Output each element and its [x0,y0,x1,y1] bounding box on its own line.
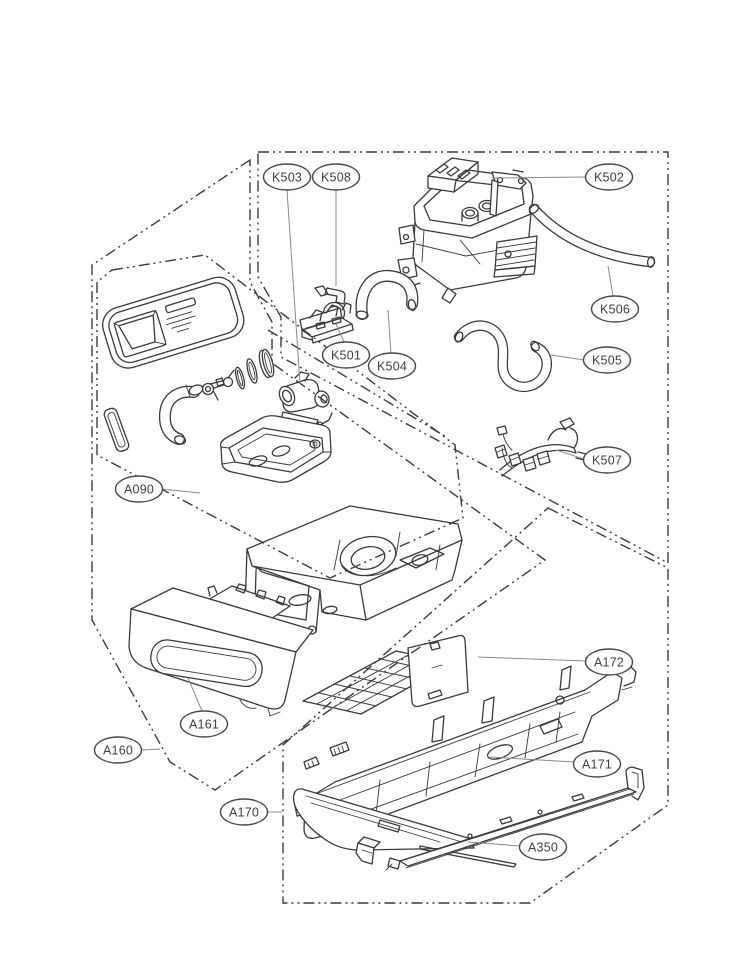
callout-ellipse-K503 [262,163,312,191]
callout-ellipse-A171 [572,750,622,778]
elbow-tube-drawing [158,384,204,445]
callout-ellipse-A172 [584,648,634,676]
callout-ellipse-K504 [367,352,417,380]
callout-label-A090: A090 [124,483,154,497]
callout-label-A160: A160 [103,744,133,758]
leader-line-A171 [489,756,575,763]
guide-assembly-region [282,507,669,904]
callout-label-K506: K506 [600,303,630,317]
callout-label-K501: K501 [331,349,361,363]
hose-k506-drawing [528,203,656,268]
leader-line-A160 [140,748,161,751]
leader-line-K507 [555,449,585,460]
leader-line-A172 [477,656,587,662]
leader-line-K506 [607,265,614,297]
callout-label-A161: A161 [189,718,219,732]
seal-strip-drawing [103,407,130,452]
part-callout-A160[interactable]: A160 [93,736,143,764]
callout-ellipse-A161 [179,710,229,738]
gasket-rings-drawing [234,348,275,390]
callout-ellipse-K507 [582,446,632,474]
callout-label-A171: A171 [582,758,612,772]
leader-line-A350 [467,841,521,847]
leader-line-A161 [187,677,203,712]
part-callout-K507[interactable]: K507 [582,446,632,474]
callout-ellipse-K508 [311,163,361,191]
part-callout-A350[interactable]: A350 [518,833,568,861]
leader-line-K502 [491,176,587,179]
callout-label-K508: K508 [321,171,351,185]
callout-label-A172: A172 [594,656,624,670]
part-callout-A172[interactable]: A172 [584,648,634,676]
inlet-valve-drawing [276,371,333,430]
leader-line-K505 [550,354,585,361]
part-callout-A171[interactable]: A171 [572,750,622,778]
part-callout-A090[interactable]: A090 [114,475,164,503]
callout-ellipse-A090 [114,475,164,503]
dispenser-lid-drawing [102,276,245,369]
part-callout-A161[interactable]: A161 [179,710,229,738]
drawer-front-panel-drawing [128,587,314,717]
part-callout-K506[interactable]: K506 [590,295,640,323]
part-callout-K504[interactable]: K504 [367,352,417,380]
cover-panel-drawing [292,788,517,868]
callout-label-K505: K505 [592,354,622,368]
hose-holder-drawing [299,302,354,344]
callout-ellipse-K505 [582,346,632,374]
callout-ellipse-A170 [219,798,269,826]
steam-generator-drawing [397,157,538,304]
callout-ellipse-K506 [590,295,640,323]
slide-rail-drawing [385,766,645,871]
dispenser-assembly-region [91,158,547,791]
hose-k504-drawing [355,269,419,320]
callout-label-A170: A170 [229,806,259,820]
part-callout-K501[interactable]: K501 [321,341,371,369]
part-callout-K505[interactable]: K505 [582,346,632,374]
dispenser-parts-region [96,254,464,579]
grille-panel-drawing [302,634,469,715]
callout-label-K502: K502 [594,171,624,185]
dispenser-tray-drawing [219,415,332,483]
callout-ellipse-K502 [584,163,634,191]
leader-line-A090 [161,488,201,494]
steam-parts-region [257,151,669,565]
part-callout-A170[interactable]: A170 [219,798,269,826]
callout-label-K504: K504 [377,360,407,374]
part-callout-K502[interactable]: K502 [584,163,634,191]
callout-label-K507: K507 [592,454,622,468]
leader-lines [140,176,614,847]
part-callout-K503[interactable]: K503 [262,163,312,191]
part-callout-K508[interactable]: K508 [311,163,361,191]
hose-k505-drawing [453,320,552,393]
callout-ellipse-A350 [518,833,568,861]
callout-label-A350: A350 [528,841,558,855]
callout-ellipse-A160 [93,736,143,764]
callout-ellipse-K501 [321,341,371,369]
leader-line-K504 [387,309,392,354]
wire-harness-drawing [494,417,587,477]
leader-line-K503 [286,189,301,385]
leader-line-K501 [335,323,345,343]
callout-label-K503: K503 [272,171,302,185]
nozzle-fitting-drawing [201,369,235,401]
